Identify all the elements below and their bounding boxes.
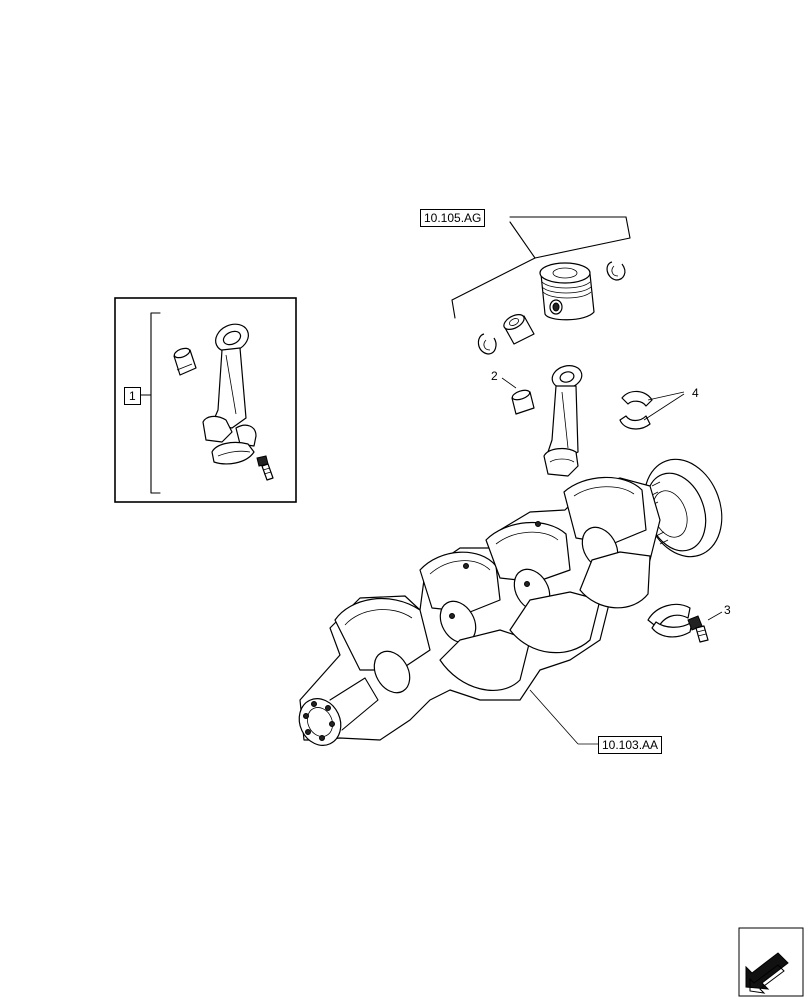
bushing-item-label: 2 [491,369,498,383]
next-page-arrow-icon[interactable] [738,927,804,997]
kit-small-bushing [173,347,197,376]
crankshaft [298,458,723,746]
crankshaft-leader [529,689,579,745]
kit-item-label: 1 [124,387,141,405]
small-end-bushing [501,377,535,415]
main-bearing-bolt [687,611,723,643]
snap-ring-left [477,333,497,355]
bolt-item-label: 3 [724,603,731,617]
piston-pin [503,314,535,345]
kit-connecting-rod [202,323,257,465]
main-bearing-shell [647,603,693,638]
snap-ring-right [606,261,626,281]
connecting-rod [543,365,583,477]
piston [539,262,595,321]
conrod-bearing-shells [619,390,685,430]
bearing-shells-item-label: 4 [692,386,699,400]
crankshaft-ref-box[interactable]: 10.103.AA [598,736,663,754]
piston-group-bracket [451,216,631,319]
kit-rod-bolt [256,455,274,481]
kit-inset-panel [114,297,297,503]
piston-group-ref-box[interactable]: 10.105.AG [420,209,486,227]
